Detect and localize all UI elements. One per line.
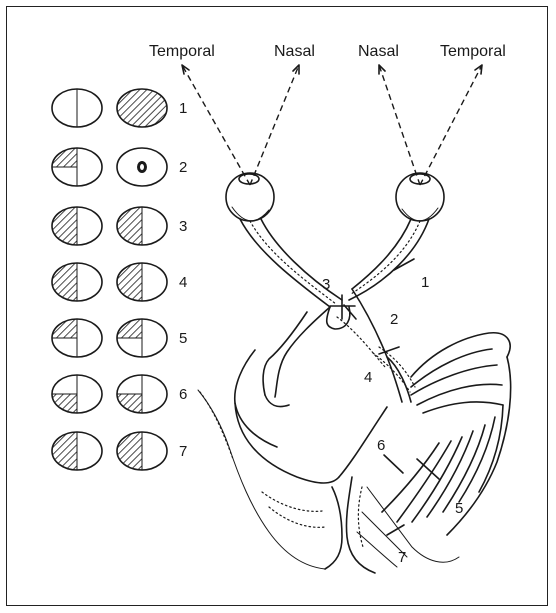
field-right-row-5 xyxy=(112,308,167,357)
field-right-row-3 xyxy=(112,196,167,256)
label-nasal-left: Nasal xyxy=(274,43,315,60)
label-nasal-right: Nasal xyxy=(358,43,399,60)
brain-outline xyxy=(198,312,387,569)
visual-field-defects: 1 2 3 4 5 6 7 xyxy=(47,89,187,481)
field-row-number-7: 7 xyxy=(179,443,187,460)
field-left-row-5 xyxy=(47,308,102,357)
field-row-number-6: 6 xyxy=(179,386,187,403)
optic-nerves xyxy=(240,219,429,307)
field-row-number-4: 4 xyxy=(179,274,187,291)
label-temporal-right: Temporal xyxy=(440,43,506,60)
site-number-3: 3 xyxy=(322,276,330,293)
site-number-1: 1 xyxy=(421,274,429,291)
site-number-6: 6 xyxy=(377,437,385,454)
field-row-number-2: 2 xyxy=(179,159,187,176)
field-right-row-6 xyxy=(112,375,167,424)
lesion-markers xyxy=(330,259,439,535)
field-left-row-4 xyxy=(47,252,102,312)
site-number-5: 5 xyxy=(455,500,463,517)
occipital-lobes xyxy=(262,477,459,573)
field-left-row-1 xyxy=(52,89,102,127)
site-number-4: 4 xyxy=(364,369,372,386)
field-right-row-4 xyxy=(112,252,167,312)
field-left-row-6 xyxy=(47,375,102,424)
field-left-row-7 xyxy=(47,421,102,481)
field-right-row-2 xyxy=(117,148,167,186)
field-left-row-3 xyxy=(47,196,102,256)
sight-lines xyxy=(182,65,482,185)
left-eyeball xyxy=(226,173,274,221)
field-row-number-1: 1 xyxy=(179,100,187,117)
label-temporal-left: Temporal xyxy=(149,43,215,60)
field-row-number-3: 3 xyxy=(179,218,187,235)
field-right-row-7 xyxy=(112,421,167,481)
site-number-7: 7 xyxy=(398,549,406,566)
field-left-row-2 xyxy=(47,137,102,186)
field-row-number-5: 5 xyxy=(179,330,187,347)
site-number-2: 2 xyxy=(390,311,398,328)
figure-frame: Temporal Nasal Nasal Temporal xyxy=(6,6,548,606)
field-right-row-1 xyxy=(117,89,167,127)
optic-radiations xyxy=(373,333,511,535)
visual-pathway-diagram: Temporal Nasal Nasal Temporal xyxy=(7,7,549,607)
right-eyeball xyxy=(396,173,444,221)
